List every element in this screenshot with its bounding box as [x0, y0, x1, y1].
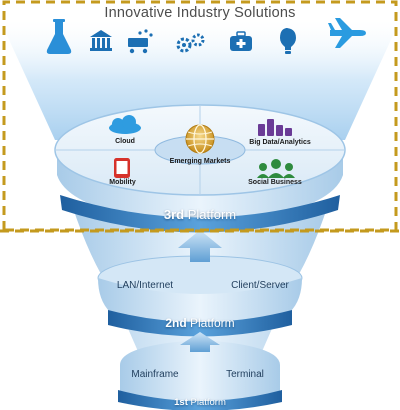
segment-label-mobility: Mobility	[109, 179, 136, 186]
globe-icon	[185, 124, 215, 154]
cloud-icon	[109, 115, 141, 134]
first-platform-label-rest: Platform	[190, 397, 226, 408]
third-platform-label: 3rd Platform	[130, 207, 270, 222]
dashed-border	[2, 0, 398, 232]
second-platform-shape	[97, 255, 303, 337]
upward-arrow-1-to-2	[180, 332, 220, 352]
upward-arrow-2-to-3	[178, 230, 222, 262]
shopping-cart-icon	[128, 29, 153, 54]
bar-chart-icon	[258, 119, 292, 136]
second-platform-item-left: LAN/Internet	[116, 280, 174, 291]
lightbulb-icon	[280, 28, 296, 54]
medical-kit-icon	[230, 31, 252, 51]
social-people-icon	[257, 159, 295, 178]
third-platform-label-rest: Platform	[187, 207, 237, 222]
bank-icon	[90, 30, 112, 51]
segment-label-emerging-markets: Emerging Markets	[169, 158, 231, 165]
second-platform-label-strong: 2nd	[165, 316, 187, 330]
second-platform-item-right: Client/Server	[231, 280, 289, 291]
third-platform-label-strong: 3rd	[163, 207, 185, 222]
segment-label-cloud: Cloud	[115, 138, 135, 145]
tablet-icon	[114, 158, 130, 178]
first-platform-label: 1st Platform	[150, 397, 250, 408]
page-title: Innovative Industry Solutions	[104, 5, 296, 21]
lab-flask-icon	[46, 19, 72, 54]
first-platform-item-left: Mainframe	[131, 369, 179, 380]
second-platform-label-rest: Platform	[190, 316, 235, 330]
first-platform-item-right: Terminal	[226, 369, 264, 380]
gears-icon	[176, 33, 205, 53]
first-platform-label-strong: 1st	[174, 397, 188, 408]
first-platform-shape	[118, 340, 282, 410]
segment-label-big-data: Big Data/Analytics	[249, 139, 311, 146]
second-platform-label: 2nd Platform	[140, 316, 260, 330]
airplane-icon	[328, 18, 366, 48]
segment-label-social-business: Social Business	[248, 179, 302, 186]
